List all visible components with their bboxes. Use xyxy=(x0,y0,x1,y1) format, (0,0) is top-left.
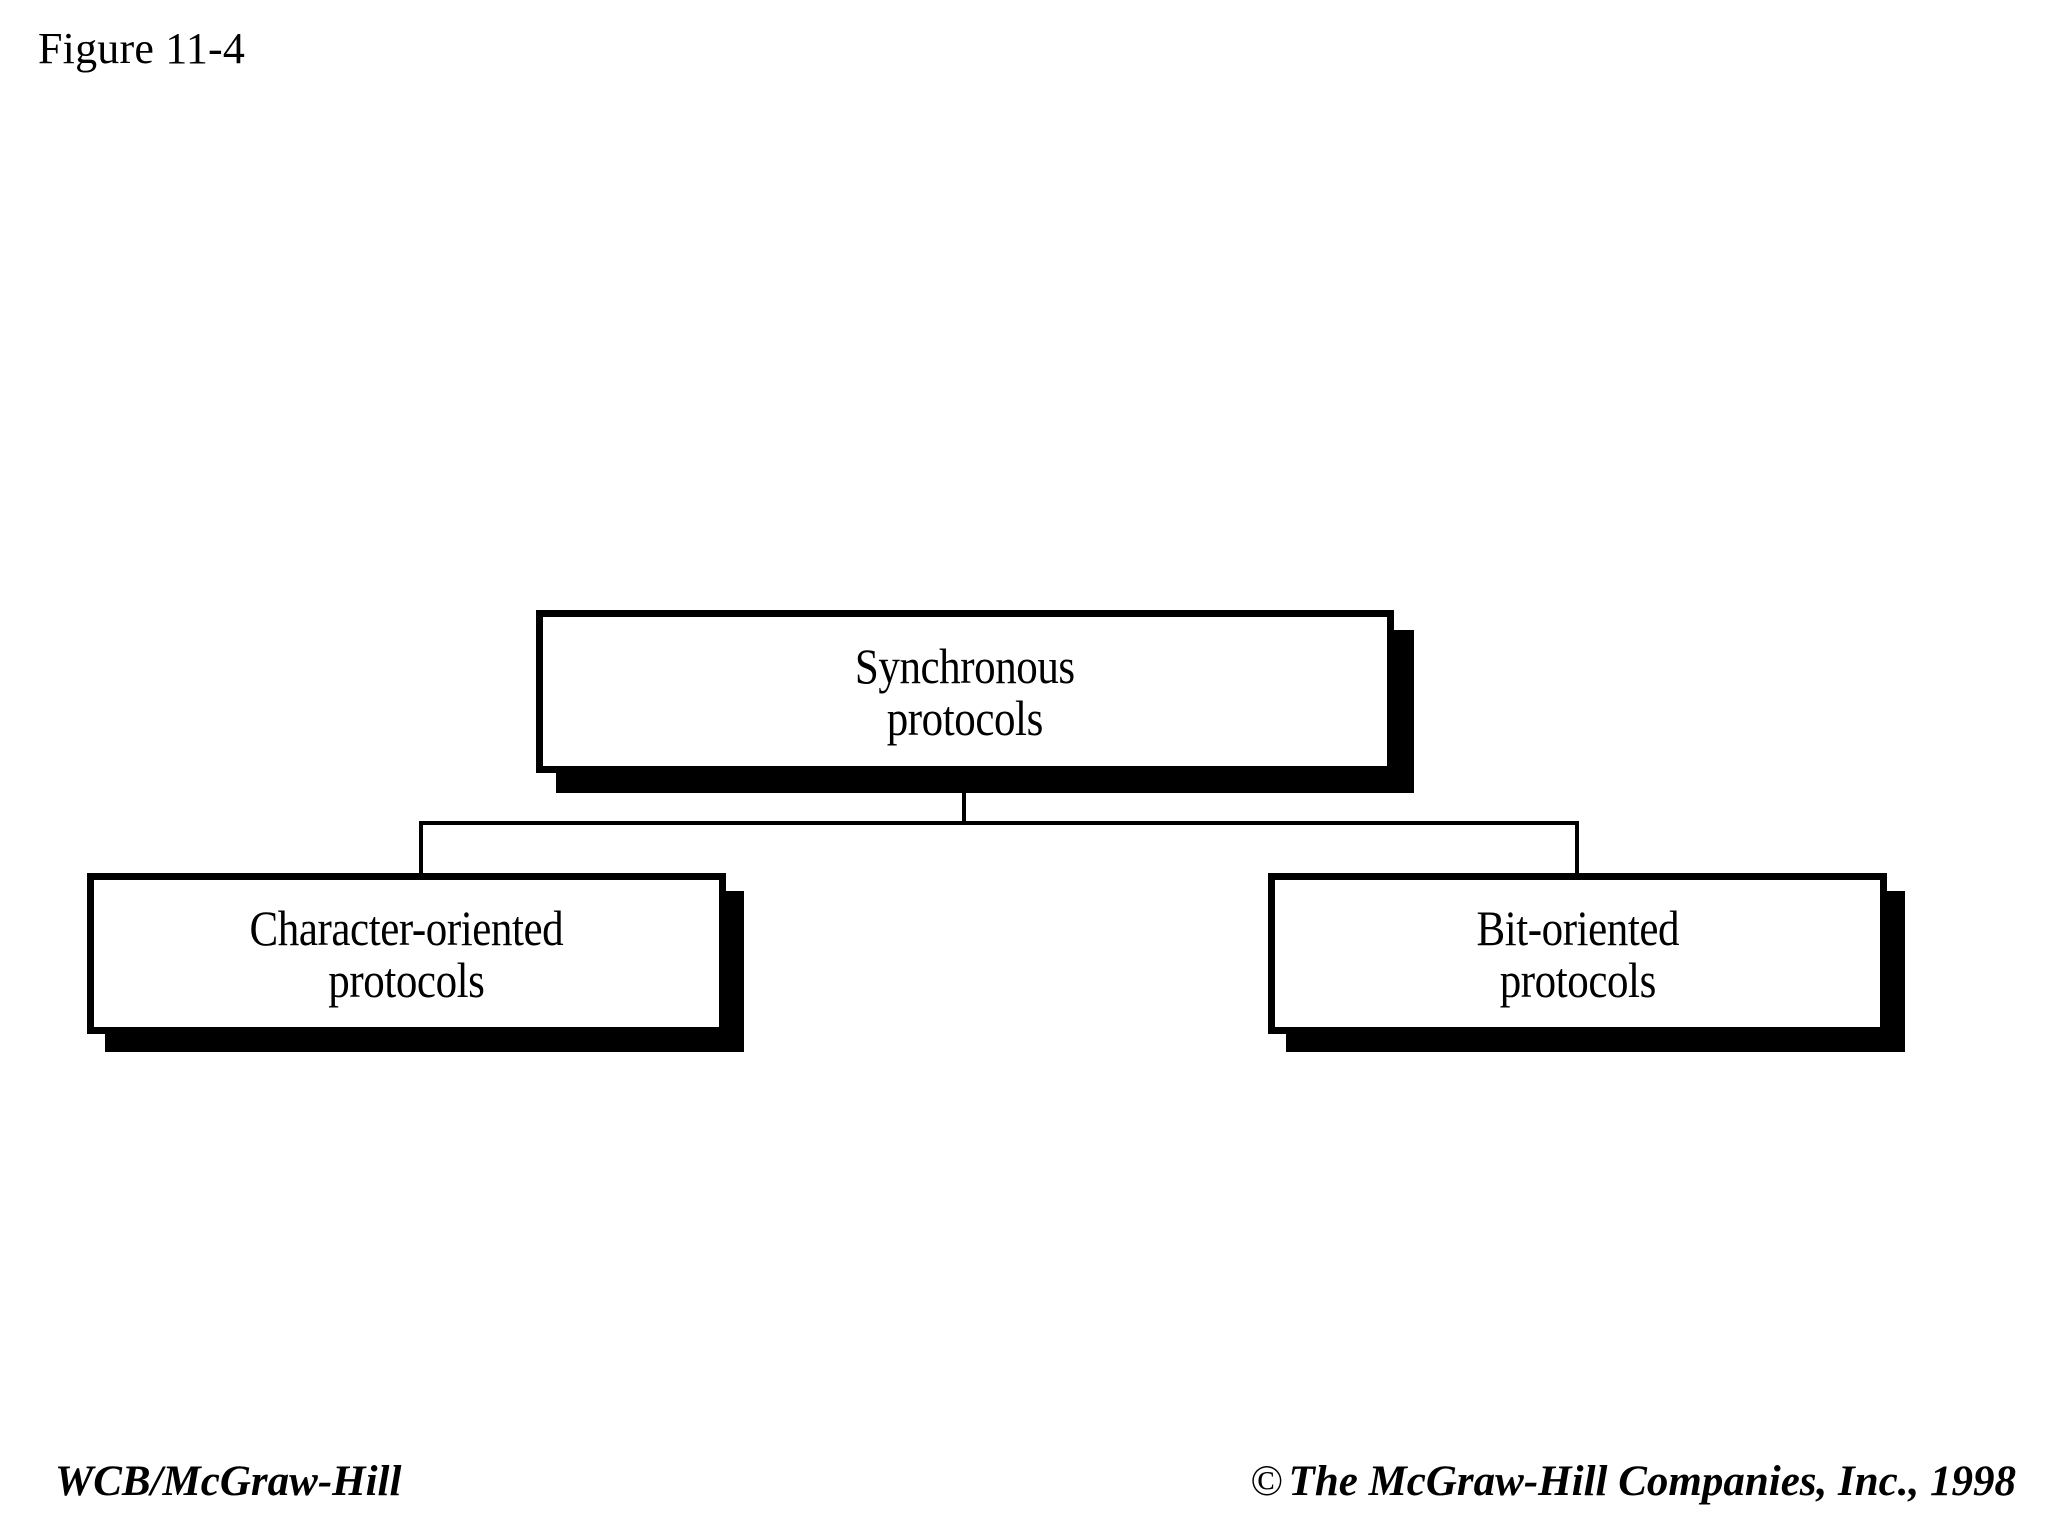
figure-title: Figure 11-4 xyxy=(38,24,246,73)
connector-trunk-line xyxy=(962,773,966,825)
connector-horizontal-bar xyxy=(419,821,1579,825)
connector-drop-right xyxy=(1575,821,1579,875)
footer-publisher: WCB/McGraw-Hill xyxy=(55,1458,402,1505)
node-label-synchronous-protocols: Synchronous protocols xyxy=(855,637,1075,746)
node-character-oriented-protocols[interactable]: Character-oriented protocols xyxy=(87,873,726,1034)
node-label-bit-oriented-protocols: Bit-oriented protocols xyxy=(1476,899,1679,1008)
copyright-icon: © xyxy=(1249,1458,1283,1505)
connector-drop-left xyxy=(419,821,423,875)
node-synchronous-protocols[interactable]: Synchronous protocols xyxy=(536,610,1394,773)
node-bit-oriented-protocols[interactable]: Bit-oriented protocols xyxy=(1268,873,1887,1034)
footer-copyright-text: The McGraw-Hill Companies, Inc., 1998 xyxy=(1288,1458,2016,1505)
node-label-character-oriented-protocols: Character-oriented protocols xyxy=(249,899,564,1008)
footer-copyright: ©The McGraw-Hill Companies, Inc., 1998 xyxy=(1250,1460,2016,1503)
